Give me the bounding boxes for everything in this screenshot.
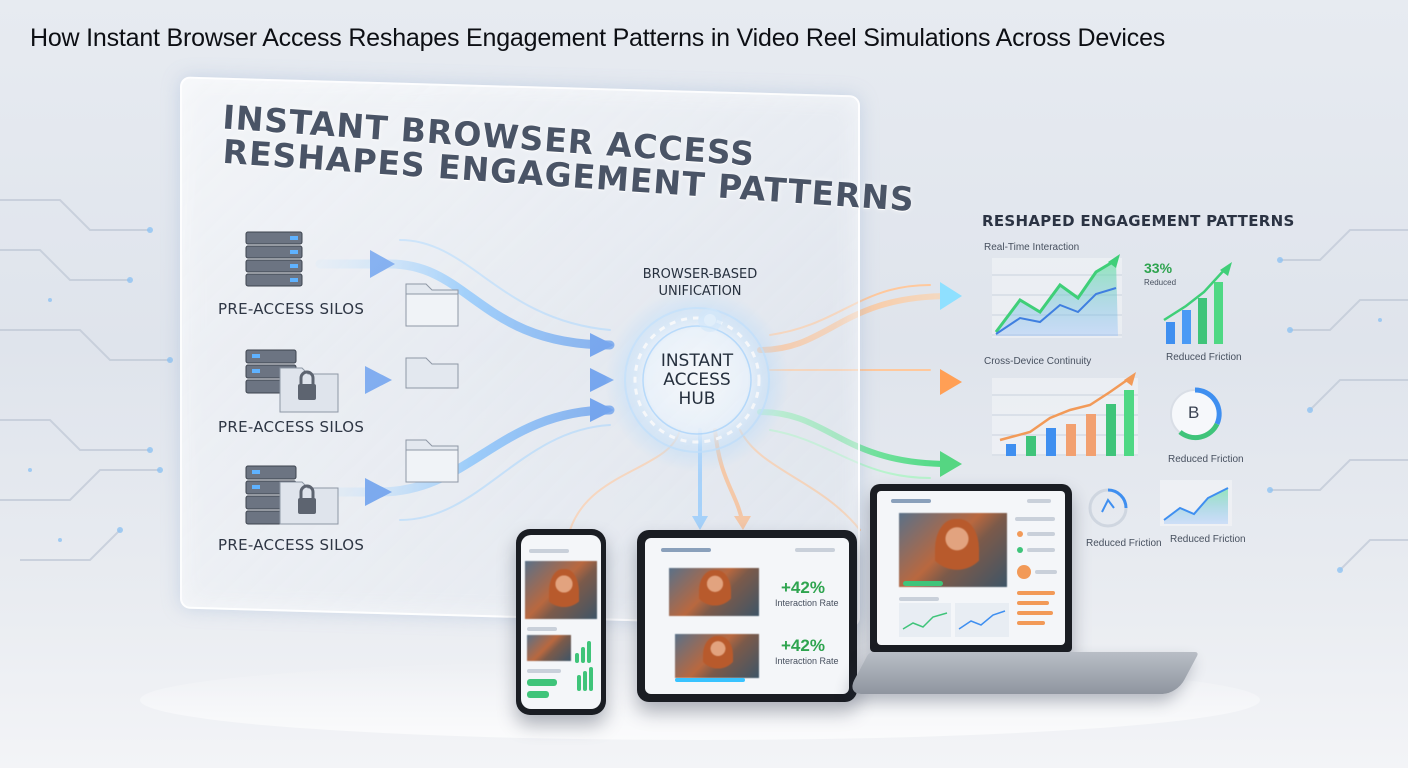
mini-line-chart — [1160, 480, 1232, 526]
mini-gauge — [1088, 488, 1128, 528]
server-stacks — [245, 231, 339, 525]
phone-thumb[interactable] — [527, 635, 571, 661]
hub-caption-line1: BROWSER-BASED — [642, 267, 758, 282]
phone-device — [516, 529, 606, 715]
chart1-stat: 33% — [1144, 260, 1173, 276]
laptop-screen — [877, 491, 1065, 645]
friction-badge-ring — [1170, 387, 1222, 441]
page-title: How Instant Browser Access Reshapes Enga… — [30, 24, 1166, 52]
tablet-video-2[interactable] — [675, 634, 759, 678]
tablet-device: +42% Interaction Rate +42% Interaction R… — [637, 530, 857, 702]
hub-label-line1: INSTANT — [660, 351, 734, 371]
phone-video[interactable] — [525, 561, 597, 619]
chart1-side-label: Reduced Friction — [1166, 352, 1242, 363]
laptop-mini-chart — [899, 603, 1009, 637]
tablet-stat1-label: Interaction Rate — [775, 598, 839, 608]
circuit-traces-left — [0, 199, 170, 561]
hub-label: INSTANT ACCESS HUB — [647, 352, 747, 409]
silo-label: PRE-ACCESS SILOS — [218, 300, 365, 318]
mini1-label: Reduced Friction — [1086, 538, 1162, 549]
hub-caption-line2: UNIFICATION — [658, 284, 742, 299]
phone-screen — [521, 535, 601, 709]
mini2-label: Reduced Friction — [1170, 534, 1246, 545]
badge-letter: B — [1188, 403, 1200, 422]
badge-label: Reduced Friction — [1168, 454, 1244, 465]
circuit-traces-right — [1270, 229, 1408, 571]
laptop-device — [870, 484, 1072, 652]
tablet-screen: +42% Interaction Rate +42% Interaction R… — [645, 538, 849, 694]
server-stack-icon — [245, 349, 297, 394]
folder-icon — [405, 283, 459, 327]
tablet-stat2-label: Interaction Rate — [775, 656, 839, 666]
cross-device-continuity-chart — [992, 372, 1138, 456]
hub-label-line3: HUB — [678, 389, 716, 409]
chart1-stat-sub: Reduced — [1144, 278, 1177, 287]
laptop-keyboard-base — [846, 652, 1200, 694]
silo-label: PRE-ACCESS SILOS — [218, 536, 365, 554]
outcomes-heading: RESHAPED ENGAGEMENT PATTERNS — [982, 212, 1295, 230]
reduced-friction-bars-1 — [1163, 262, 1232, 344]
tablet-stat2-value: +42% — [781, 636, 825, 655]
tablet-stat1-value: +42% — [781, 578, 825, 597]
chart2-label: Cross-Device Continuity — [984, 356, 1092, 367]
realtime-interaction-chart — [992, 254, 1122, 338]
folder-column — [405, 283, 459, 483]
laptop-video[interactable] — [899, 513, 1007, 587]
lock-folder-icon — [279, 481, 339, 525]
server-stack-icon — [245, 231, 303, 287]
hub-label-line2: ACCESS — [663, 370, 731, 390]
tablet-video-1[interactable] — [669, 568, 759, 616]
hub-caption: BROWSER-BASED UNIFICATION — [640, 266, 760, 300]
chart1-label: Real-Time Interaction — [984, 242, 1080, 253]
lock-folder-icon — [279, 367, 339, 413]
folder-icon — [405, 439, 459, 483]
silo-label: PRE-ACCESS SILOS — [218, 418, 365, 436]
folder-icon — [405, 357, 459, 389]
